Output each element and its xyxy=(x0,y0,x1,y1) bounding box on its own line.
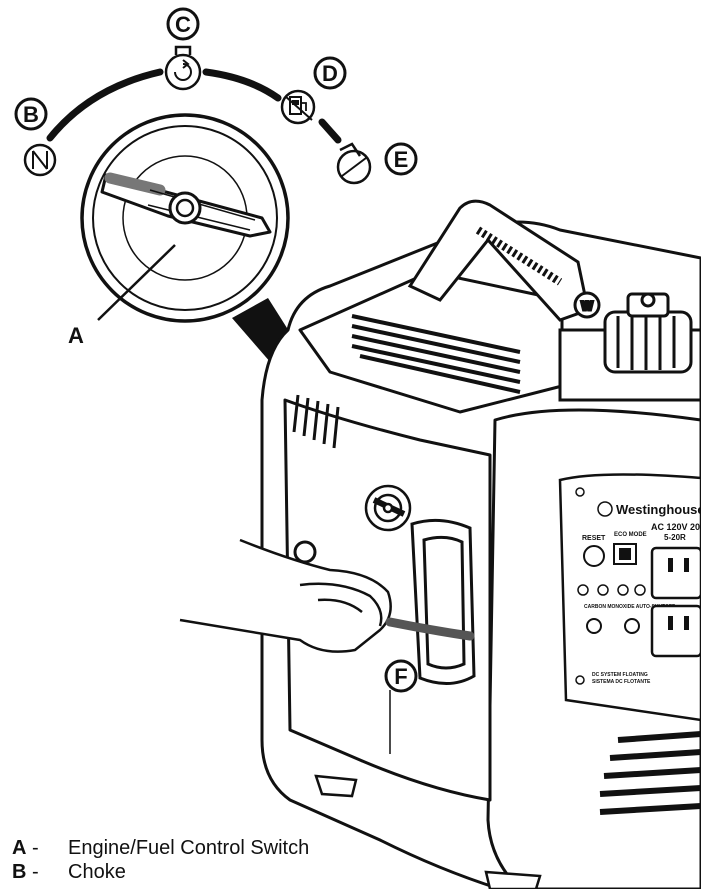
callout-c-label: C xyxy=(175,12,191,37)
callout-d-label: D xyxy=(322,61,338,86)
dial-position-arc xyxy=(46,68,342,144)
fuel-callout: D xyxy=(280,56,347,125)
panel-dc-label: DC SYSTEM FLOATING xyxy=(592,672,648,678)
callout-a-label: A xyxy=(68,323,84,348)
run-callout: C xyxy=(164,7,202,91)
callout-f-label: F xyxy=(394,664,407,689)
panel-reset: RESET xyxy=(582,535,606,542)
side-ribs xyxy=(292,394,340,564)
choke-callout: B xyxy=(14,97,57,177)
reset-button xyxy=(583,545,605,567)
feet xyxy=(314,774,542,889)
top-vents xyxy=(351,314,521,394)
panel-co-label: CARBON MONOXIDE AUTO-SHUTOFF xyxy=(584,604,675,610)
run-icon xyxy=(164,53,202,91)
legend: A - Engine/Fuel Control Switch B - Choke xyxy=(12,836,692,884)
outlet-lower xyxy=(650,604,701,658)
legend-key: A xyxy=(12,837,27,859)
panel-dc-label-es: SISTEMA DC FLOTANTE xyxy=(592,679,651,685)
panel-eco-mode: ECO MODE xyxy=(614,532,647,538)
off-callout: E xyxy=(336,142,418,185)
svg-text:W: W xyxy=(581,299,593,313)
fuel-control-switch-zoom xyxy=(80,113,290,323)
fuel-window xyxy=(410,518,476,685)
callout-b-label: B xyxy=(23,102,39,127)
callout-e-label: E xyxy=(394,147,409,172)
panel-receptacle: 5-20R xyxy=(664,533,686,542)
front-vents xyxy=(599,731,701,815)
legend-text: Choke xyxy=(68,861,126,883)
hand-pulling-cord xyxy=(179,538,475,653)
carry-handle xyxy=(407,199,590,322)
legend-item-b: B - Choke xyxy=(12,860,692,884)
panel-ac-rating: AC 120V 20A xyxy=(651,522,701,532)
legend-item-a: A - Engine/Fuel Control Switch xyxy=(12,836,692,860)
panel-brand: Westinghouse xyxy=(616,502,701,517)
engine-switch xyxy=(364,484,412,532)
legend-separator: - xyxy=(32,837,39,859)
legend-separator: - xyxy=(32,861,39,883)
outlet-upper xyxy=(650,546,701,600)
fuel-cap: W xyxy=(558,291,701,402)
legend-text: Engine/Fuel Control Switch xyxy=(68,837,310,859)
control-panel: Westinghouse AC 120V 20A 5-20R RESET ECO… xyxy=(558,473,701,722)
legend-key: B xyxy=(12,861,27,883)
